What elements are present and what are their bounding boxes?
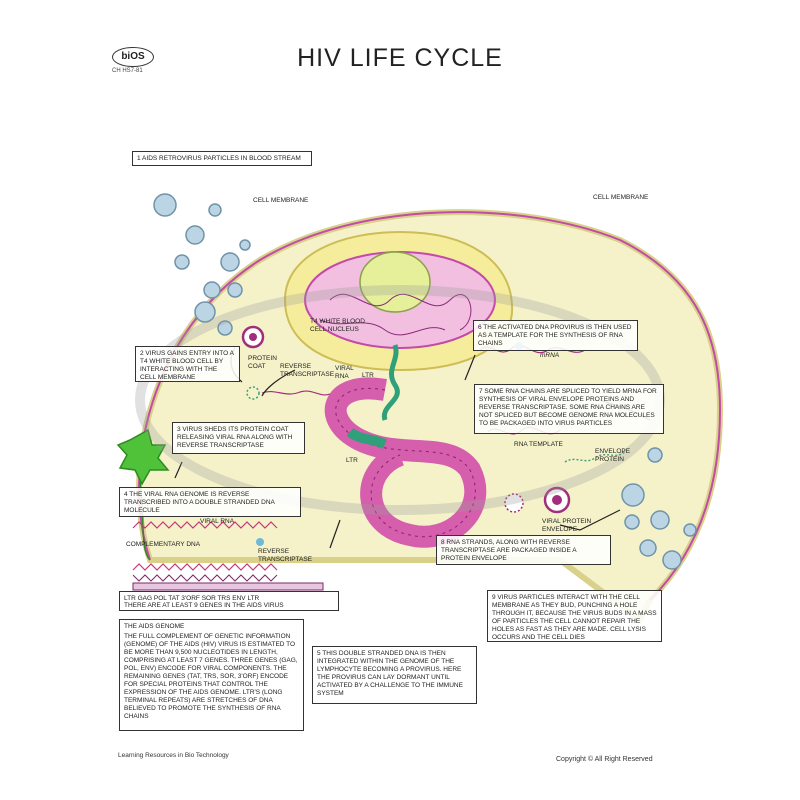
envelope-protein-strand bbox=[564, 451, 626, 463]
step-2-box: 2 VIRUS GAINS ENTRY INTO A T4 WHITE BLOO… bbox=[135, 346, 240, 382]
dna-strand-connector bbox=[381, 344, 400, 421]
label-envelope-protein: ENVELOPE PROTEIN bbox=[595, 448, 631, 463]
label-complementary-dna: COMPLEMENTARY DNA bbox=[126, 541, 201, 548]
step-1-box: 1 AIDS RETROVIRUS PARTICLES IN BLOOD STR… bbox=[132, 151, 312, 166]
label-reverse-transcriptase-2: REVERSE TRANSCRIPTASE bbox=[258, 548, 313, 563]
aids-genome-box: THE AIDS GENOME THE FULL COMPLEMENT OF G… bbox=[119, 619, 304, 731]
label-viral-rna: VIRAL RNA bbox=[200, 518, 235, 525]
viral-rna-wave bbox=[132, 521, 278, 529]
genome-gene-list: LTR GAG POL TAT 3'ORF SOR TRS ENV LTR bbox=[124, 595, 260, 602]
footer-publisher: Learning Resources in Bio Technology bbox=[118, 752, 229, 759]
genome-gene-bar bbox=[132, 582, 324, 591]
packaging-virus bbox=[504, 493, 524, 513]
step-7-box: 7 SOME RNA CHAINS ARE SPLICED TO YIELD m… bbox=[474, 384, 664, 434]
label-ltr-lower: LTR bbox=[346, 457, 358, 464]
complementary-dna-wave bbox=[132, 563, 278, 571]
green-helper-cell bbox=[116, 428, 170, 486]
budding-virus-particles bbox=[621, 447, 697, 570]
step-8-box: 8 RNA STRANDS, ALONG WITH REVERSE TRANSC… bbox=[436, 535, 611, 565]
label-ltr-upper: LTR bbox=[362, 372, 374, 379]
label-reverse-transcriptase-1: REVERSE TRANSCRIPTASE bbox=[280, 363, 335, 378]
step-9-box: 9 VIRUS PARTICLES INTERACT WITH THE CELL… bbox=[487, 590, 662, 642]
step-5-box: 5 THIS DOUBLE STRANDED DNA IS THEN INTEG… bbox=[312, 646, 477, 704]
blood-stream-virus-particles bbox=[153, 193, 251, 336]
label-protein-coat: PROTEIN COAT bbox=[248, 355, 277, 370]
aids-genome-body: THE FULL COMPLEMENT OF GENETIC INFORMATI… bbox=[124, 633, 298, 720]
step-6-box: 6 THE ACTIVATED DNA PROVIRUS IS THEN USE… bbox=[473, 320, 638, 351]
aids-genome-heading: THE AIDS GENOME bbox=[124, 623, 185, 630]
page-title: HIV LIFE CYCLE bbox=[297, 44, 503, 72]
nucleolus bbox=[359, 251, 431, 313]
uncoated-virus bbox=[246, 386, 260, 400]
label-rna-template: RNA TEMPLATE bbox=[514, 441, 563, 448]
bios-logo: biOS bbox=[112, 47, 154, 67]
step-3-box: 3 VIRUS SHEDS ITS PROTEIN COAT RELEASING… bbox=[172, 422, 305, 454]
label-cell-membrane-right: CELL MEMBRANE bbox=[593, 194, 649, 201]
catalog-code: CH HS7-81 bbox=[112, 68, 143, 74]
label-nucleus: T4 WHITE BLOOD CELL NUCLEUS bbox=[310, 318, 365, 333]
label-viral-rna-top: VIRAL RNA bbox=[335, 365, 354, 380]
genome-genes-box: LTR GAG POL TAT 3'ORF SOR TRS ENV LTR TH… bbox=[119, 591, 339, 611]
label-viral-protein-envelope: VIRAL PROTEIN ENVELOPE bbox=[542, 518, 592, 533]
label-mrna: mRNA bbox=[540, 352, 560, 359]
step-4-box: 4 THE VIRAL RNA GENOME IS REVERSE TRANSC… bbox=[119, 487, 301, 517]
label-cell-membrane-left: CELL MEMBRANE bbox=[253, 197, 309, 204]
genome-gene-count: THERE ARE AT LEAST 9 GENES IN THE AIDS V… bbox=[124, 602, 284, 609]
footer-copyright: Copyright © All Right Reserved bbox=[556, 756, 653, 763]
